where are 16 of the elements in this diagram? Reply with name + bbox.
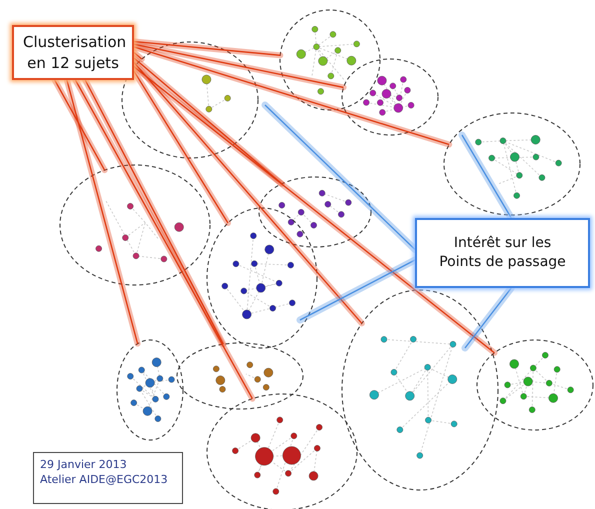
cluster-ellipse: [476, 340, 594, 430]
cluster-ellipse: [206, 208, 318, 348]
callout-box: [415, 218, 590, 288]
cluster-ellipse: [258, 176, 372, 248]
cluster-ellipse: [444, 112, 580, 216]
cluster-ellipse: [342, 58, 438, 136]
callout-text: Clusterisation en 12 sujets: [23, 32, 123, 73]
cluster-ellipse: [342, 290, 498, 490]
cluster-ellipse: [176, 342, 304, 410]
callout-box: [12, 25, 134, 80]
cluster-ellipse: [116, 340, 184, 440]
cluster-ellipse: [280, 10, 380, 110]
note-text: Atelier AIDE@EGC2013: [40, 473, 168, 486]
cluster-ellipse: [60, 164, 210, 286]
note-text: 29 Janvier 2013: [40, 458, 127, 471]
callout-text: Intérêt sur les Points de passage: [438, 234, 567, 272]
